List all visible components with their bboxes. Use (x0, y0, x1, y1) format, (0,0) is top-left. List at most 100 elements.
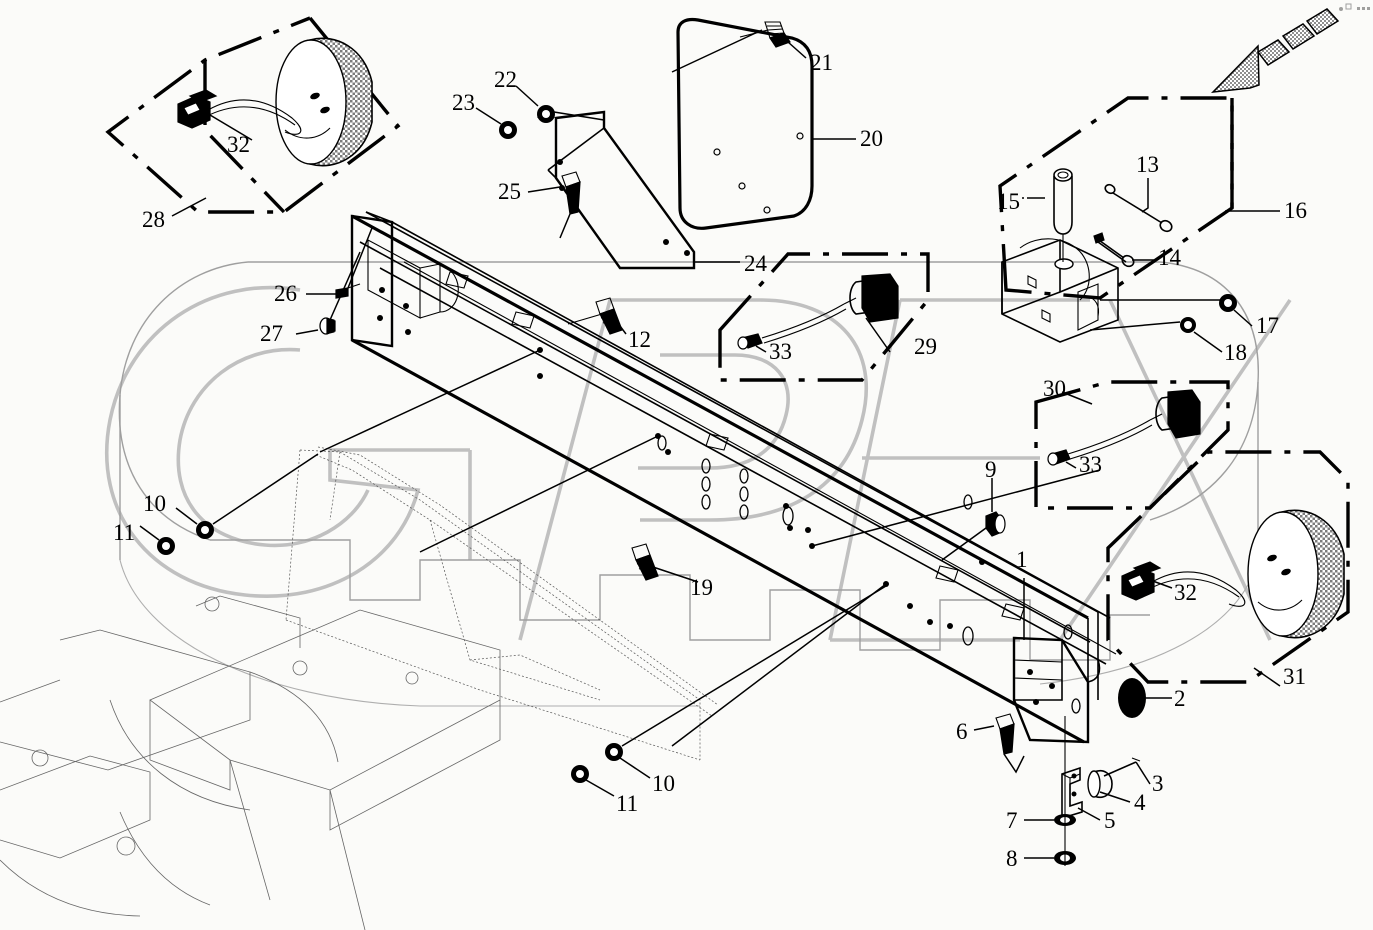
corner-mark (1339, 3, 1370, 11)
callout-22: 22 (494, 67, 517, 92)
bolt-9 (985, 511, 1006, 537)
nut-23 (499, 121, 517, 139)
callout-33-right: 33 (1079, 452, 1102, 477)
washer-18 (1180, 317, 1196, 333)
leader-10-left (175, 507, 198, 525)
lamp-module-29 (737, 273, 899, 350)
leader-11-bottom (585, 779, 615, 797)
callout-13: 13 (1136, 152, 1159, 177)
region-16-boundary (998, 96, 1234, 300)
linch-pin-13 (1104, 183, 1173, 233)
leader-18 (1193, 331, 1223, 353)
screw-12 (567, 297, 623, 335)
callout-26: 26 (274, 281, 297, 306)
callout-24: 24 (744, 251, 767, 276)
callout-23: 23 (452, 90, 475, 115)
nut-17 (1219, 294, 1237, 312)
callout-10-bottom: 10 (652, 771, 675, 796)
leader-23 (475, 107, 502, 125)
leader-25 (527, 186, 561, 193)
leader-4 (1099, 791, 1131, 803)
screw-21 (739, 21, 791, 48)
region-28-boundary (105, 16, 401, 214)
washer-22 (537, 105, 555, 123)
callout-33-left: 33 (769, 339, 792, 364)
plug-cap-2 (1118, 678, 1146, 718)
callout-1: 1 (1016, 547, 1028, 572)
leader-33b (1065, 461, 1077, 469)
ghost-machine-outline (0, 261, 1259, 930)
callout-19: 19 (690, 575, 713, 600)
callout-21: 21 (810, 50, 833, 75)
callout-8: 8 (1006, 846, 1018, 871)
leader-13 (1141, 178, 1149, 213)
leader-28 (171, 197, 207, 217)
callout-17: 17 (1256, 313, 1279, 338)
leader-29 (865, 317, 891, 353)
callout-4: 4 (1134, 790, 1146, 815)
pivot-bracket (1001, 238, 1119, 343)
knob-4 (1087, 769, 1113, 799)
leader-11-left (139, 525, 160, 541)
watermark (104, 285, 1292, 642)
callout-29: 29 (914, 334, 937, 359)
region-29-boundary (718, 252, 930, 382)
washer-10-bottom (605, 743, 623, 761)
callout-11-left: 11 (113, 520, 136, 545)
callout-28: 28 (142, 207, 165, 232)
callout-18: 18 (1224, 340, 1247, 365)
panel-plate-20 (676, 17, 814, 230)
lamp-reflector-bottom (1247, 509, 1345, 639)
pivot-pin-15 (1053, 168, 1073, 262)
leader-5 (1077, 807, 1101, 821)
leader-33a (755, 345, 767, 353)
region-30-boundary (1034, 380, 1230, 510)
callout-32-bottom: 32 (1174, 580, 1197, 605)
callout-16: 16 (1284, 198, 1307, 223)
callout-27: 27 (260, 321, 283, 346)
callout-15: 15 (997, 189, 1020, 214)
leader-10-bottom (619, 757, 651, 779)
callout-3: 3 (1152, 771, 1164, 796)
callout-14: 14 (1158, 245, 1181, 270)
screw-25 (561, 171, 581, 215)
nut-11-left (157, 537, 175, 555)
callout-10-left: 10 (143, 491, 166, 516)
callout-12: 12 (628, 327, 651, 352)
lamp-connector-32-top (177, 89, 302, 135)
screw-6 (995, 713, 1015, 755)
callout-30: 30 (1043, 376, 1066, 401)
leader-22 (515, 85, 539, 107)
leader-12 (613, 317, 627, 335)
leader-32b (1149, 579, 1173, 589)
nut-11-bottom (571, 765, 589, 783)
leader-31 (1253, 667, 1281, 687)
leader-19 (649, 565, 699, 583)
screw-19 (631, 543, 659, 581)
callout-25: 25 (498, 179, 521, 204)
leader-32a (204, 111, 253, 141)
callout-7: 7 (1006, 808, 1018, 833)
bushing-27 (319, 317, 336, 335)
lamp-reflector-top (275, 37, 373, 167)
region-31-boundary (1106, 450, 1350, 684)
leader-30 (1061, 391, 1093, 405)
leader-6 (973, 725, 995, 731)
callout-31: 31 (1283, 664, 1306, 689)
cotter-pin-3 (1103, 757, 1141, 777)
callout-11-bottom: 11 (616, 791, 639, 816)
leader-17 (1233, 309, 1253, 327)
lamp-module-30 (1047, 389, 1201, 466)
callout-5: 5 (1104, 808, 1116, 833)
callout-9: 9 (985, 457, 997, 482)
callout-2: 2 (1174, 686, 1186, 711)
callout-6: 6 (956, 719, 968, 744)
cotter-pin-14 (1093, 232, 1135, 268)
leader-21 (787, 41, 807, 59)
direction-arrow-icon (1211, 8, 1340, 93)
callout-20: 20 (860, 126, 883, 151)
callout-32-top: 32 (227, 132, 250, 157)
washer-10-left (196, 521, 214, 539)
